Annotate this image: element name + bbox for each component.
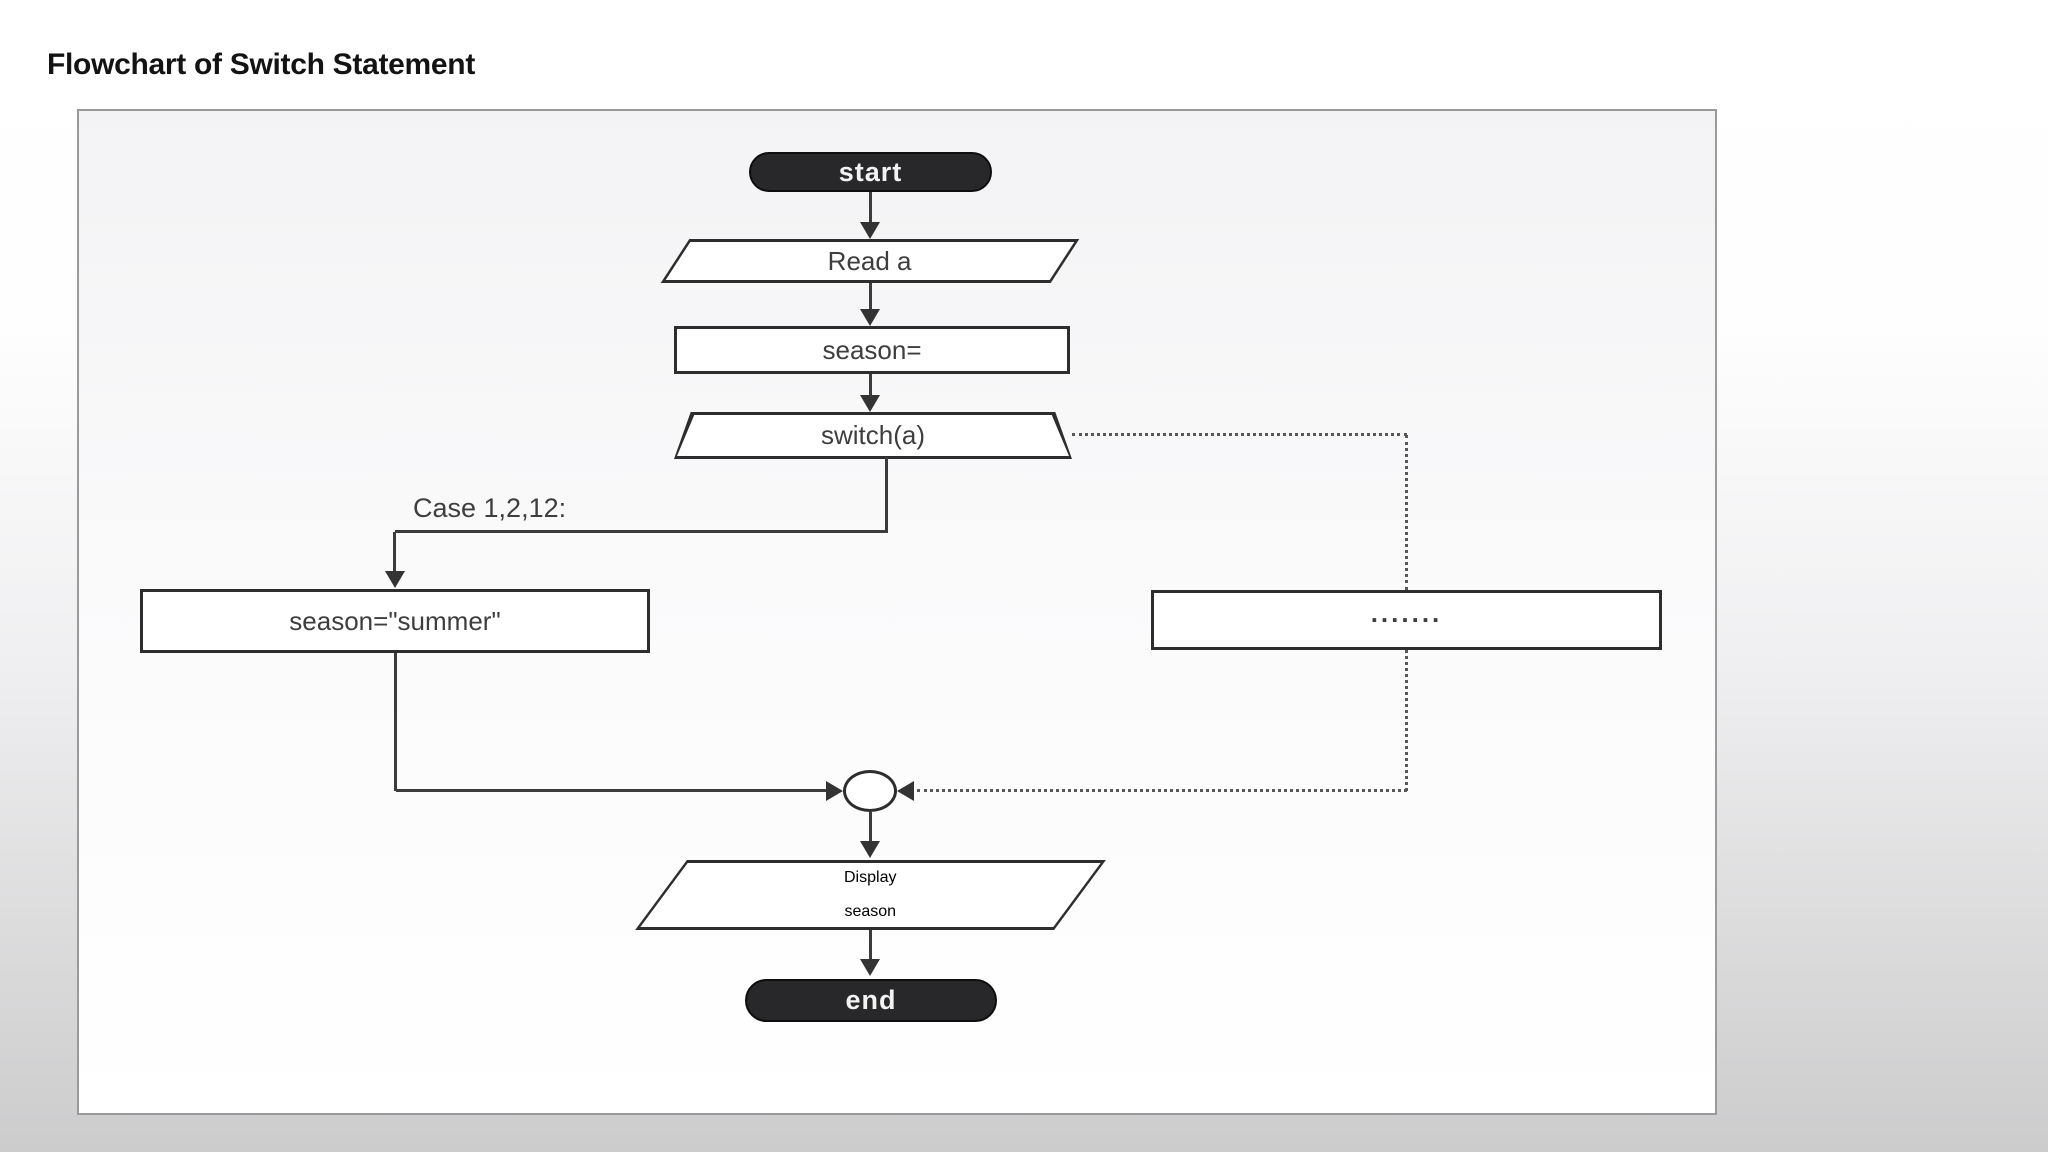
edge-start-read-line	[869, 192, 872, 224]
display-season-label-line2: season	[844, 903, 897, 920]
display-season-node: Display season	[635, 860, 1106, 930]
display-season-label-line1: Display	[844, 869, 897, 886]
junction-connector-node	[843, 770, 897, 812]
edge-summer-junction-arrowhead-icon	[826, 781, 843, 801]
start-node-label: start	[838, 156, 903, 187]
edge-display-end-line	[869, 930, 872, 961]
edge-season-switch-arrowhead-icon	[860, 395, 880, 412]
edge-read-season-line	[869, 283, 872, 311]
edge-junction-display-line	[869, 812, 872, 843]
edge-other-junction-horizontal-dotted-line	[917, 789, 1407, 792]
edge-summer-junction-vertical-line	[394, 653, 397, 791]
case-branch-label: Case 1,2,12:	[413, 493, 567, 523]
edge-other-junction-vertical-dotted-line	[1405, 650, 1408, 791]
edge-season-switch-line	[869, 374, 872, 397]
edge-switch-case-horizontal-line	[395, 530, 888, 533]
edge-display-end-arrowhead-icon	[860, 959, 880, 976]
other-cases-node-label: .......	[1370, 597, 1443, 628]
season-assign-node-label: season=	[822, 334, 922, 365]
season-assign-node: season=	[674, 326, 1070, 374]
edge-other-junction-arrowhead-icon	[897, 781, 914, 801]
edge-switch-other-vertical-dotted-line	[1405, 435, 1408, 590]
read-a-node: Read a	[660, 239, 1080, 283]
season-summer-node: season="summer"	[140, 589, 650, 653]
start-node: start	[749, 152, 992, 192]
other-cases-node: .......	[1151, 590, 1662, 650]
display-season-node-label: Display season	[844, 861, 896, 929]
end-node-label: end	[845, 985, 897, 1015]
edge-switch-case-arrowhead-icon	[385, 571, 405, 588]
page-title: Flowchart of Switch Statement	[47, 48, 476, 81]
edge-read-season-arrowhead-icon	[860, 309, 880, 326]
season-summer-node-label: season="summer"	[289, 605, 501, 636]
edge-switch-other-horizontal-dotted-line	[1072, 433, 1407, 436]
flowchart-panel: start Read a season= switch(a) Case 1,2,…	[77, 109, 1717, 1115]
edge-start-read-arrowhead-icon	[860, 222, 880, 239]
edge-junction-display-arrowhead-icon	[860, 841, 880, 858]
read-a-node-label: Read a	[828, 245, 912, 276]
edge-switch-case-stem-line	[885, 457, 888, 533]
switch-node-body: switch(a)	[677, 415, 1069, 456]
edge-summer-junction-horizontal-line	[396, 789, 826, 792]
switch-node-label: switch(a)	[820, 420, 925, 450]
end-node: end	[745, 979, 997, 1022]
edge-switch-case-vertical-line	[393, 532, 396, 573]
switch-node: switch(a)	[674, 412, 1072, 459]
